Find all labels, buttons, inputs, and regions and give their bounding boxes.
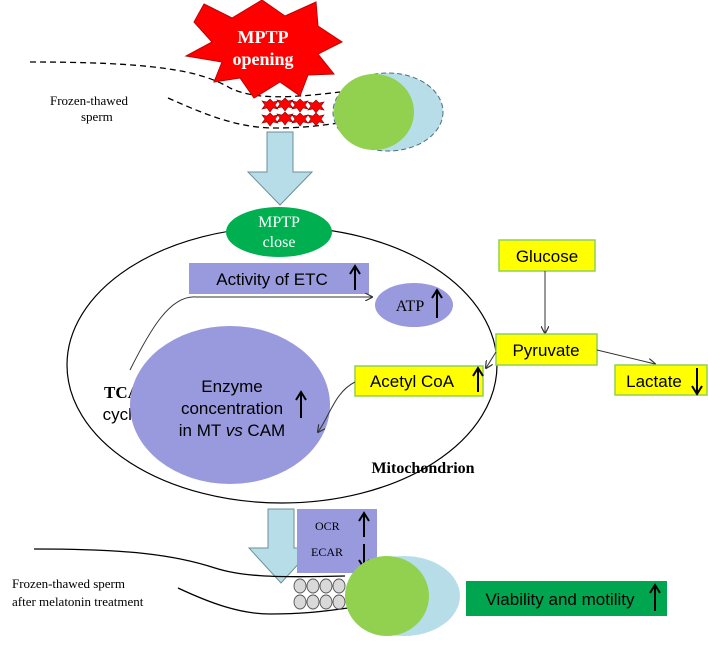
etc-activity-label: Activity of ETC bbox=[216, 270, 327, 289]
sperm-head bbox=[334, 74, 414, 150]
etc-activity-box: Activity of ETC bbox=[189, 263, 369, 294]
acetyl-coa-box: Acetyl CoA bbox=[354, 365, 484, 397]
intact-mitochondria-beads bbox=[293, 578, 346, 610]
sperm-head bbox=[345, 556, 429, 636]
enzyme-label-line1: Enzyme bbox=[201, 377, 262, 396]
atp-label: ATP bbox=[396, 298, 425, 315]
pyruvate-label: Pyruvate bbox=[512, 341, 579, 360]
burst-icon bbox=[184, 0, 343, 99]
damaged-sperm bbox=[29, 61, 444, 152]
sperm-tail-upper bbox=[29, 61, 341, 98]
healthy-sperm bbox=[33, 548, 460, 636]
acetyl-to-enzyme-arrow bbox=[318, 381, 356, 432]
viability-box: Viability and motility bbox=[466, 581, 667, 616]
pyruvate-box: Pyruvate bbox=[495, 333, 598, 366]
bottom-sperm-label-line1: Frozen-thawed sperm bbox=[12, 576, 125, 591]
ocr-label: OCR bbox=[315, 519, 340, 533]
burst-label-line1: MPTP bbox=[238, 27, 289, 47]
pyruvate-to-lactate-arrow bbox=[596, 349, 655, 364]
tca-to-atp-arrow bbox=[129, 297, 372, 371]
enzyme-node: Enzyme concentration in MT vs CAM bbox=[130, 326, 330, 484]
bottom-sperm-label-line2: after melatonin treatment bbox=[12, 594, 144, 609]
up-arrow-icon bbox=[349, 264, 361, 290]
mptp-close-line1: MPTP bbox=[258, 214, 300, 231]
atp-node: ATP bbox=[375, 283, 453, 327]
up-arrow-icon bbox=[649, 583, 661, 611]
sperm-tail-lower bbox=[167, 97, 346, 129]
mptp-close-line2: close bbox=[263, 234, 296, 251]
up-arrow-icon bbox=[431, 288, 443, 318]
down-arrow-icon bbox=[691, 368, 703, 396]
mptp-opening-burst: MPTP opening bbox=[184, 0, 343, 99]
sperm-tail-upper bbox=[33, 548, 346, 578]
viability-label: Viability and motility bbox=[486, 590, 635, 609]
up-arrow-icon bbox=[358, 511, 370, 537]
ecar-label: ECAR bbox=[311, 545, 343, 559]
acetyl-coa-label: Acetyl CoA bbox=[370, 372, 455, 391]
down-arrow-top bbox=[246, 131, 314, 206]
lactate-label: Lactate bbox=[626, 372, 682, 391]
glucose-box: Glucose bbox=[498, 239, 596, 272]
pyruvate-to-acetyl-arrow bbox=[486, 351, 497, 368]
mitochondrion-label: Mitochondrion bbox=[371, 460, 474, 477]
sperm-tail-lower bbox=[177, 587, 349, 615]
lactate-box: Lactate bbox=[614, 364, 708, 396]
enzyme-label-line3: in MT vs CAM bbox=[179, 421, 285, 440]
up-arrow-icon bbox=[472, 366, 484, 392]
damaged-mitochondria-stars bbox=[261, 97, 325, 127]
enzyme-label-line2: concentration bbox=[181, 399, 283, 418]
ocr-ecar-box: OCR ECAR bbox=[297, 509, 377, 573]
mptp-close-node: MPTP close bbox=[226, 207, 332, 257]
top-sperm-label-line2: sperm bbox=[81, 109, 113, 124]
glucose-label: Glucose bbox=[516, 247, 578, 266]
top-sperm-label-line1: Frozen-thawed bbox=[50, 93, 128, 108]
up-arrow-icon bbox=[295, 390, 307, 418]
burst-label-line2: opening bbox=[232, 49, 293, 69]
